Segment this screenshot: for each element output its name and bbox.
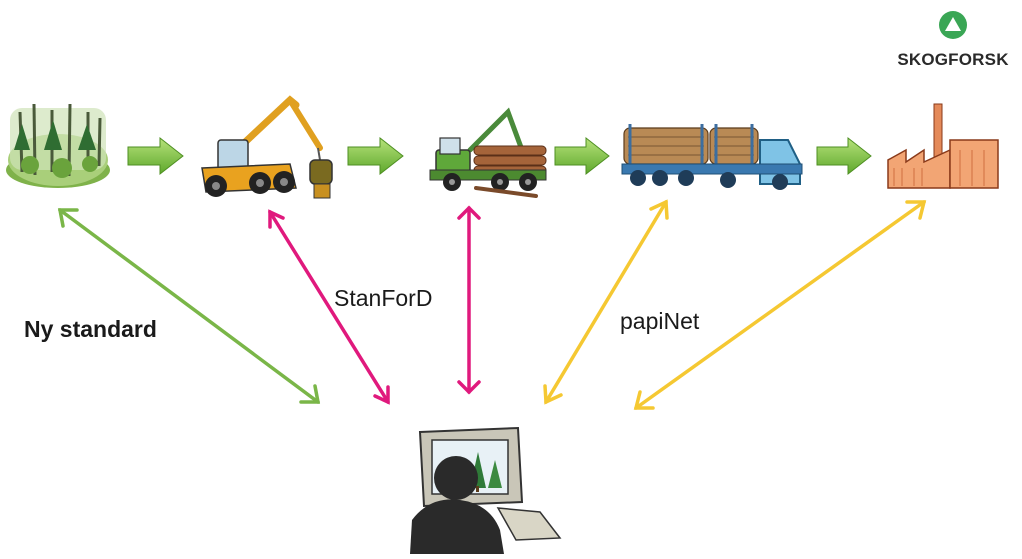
forest-icon [6, 103, 110, 188]
flow-arrow-3 [554, 136, 610, 176]
connector-papinet-mill [633, 200, 927, 410]
skogforsk-logo-icon [939, 11, 967, 39]
skogforsk-logo: SKOGFORSK [886, 8, 1020, 78]
flow-arrow-4 [816, 136, 872, 176]
papinet-label: papiNet [620, 308, 700, 334]
harvester-icon [201, 95, 333, 199]
connector-stanford-forwarder [457, 205, 481, 395]
flow-arrow-1 [127, 136, 184, 176]
connector-papinet-truck [543, 199, 669, 405]
ny-standard-label: Ny standard [24, 316, 157, 342]
timber-truck-icon [621, 124, 803, 190]
logo-text: SKOGFORSK [897, 50, 1009, 69]
forwarder-icon [429, 107, 547, 198]
connector-ny-standard [57, 208, 321, 404]
flow-arrow-2 [347, 136, 404, 176]
stanford-label: StanForD [334, 285, 433, 311]
connector-stanford-harvester [268, 209, 390, 405]
person-at-computer-icon [410, 426, 562, 554]
factory-icon [887, 103, 999, 189]
